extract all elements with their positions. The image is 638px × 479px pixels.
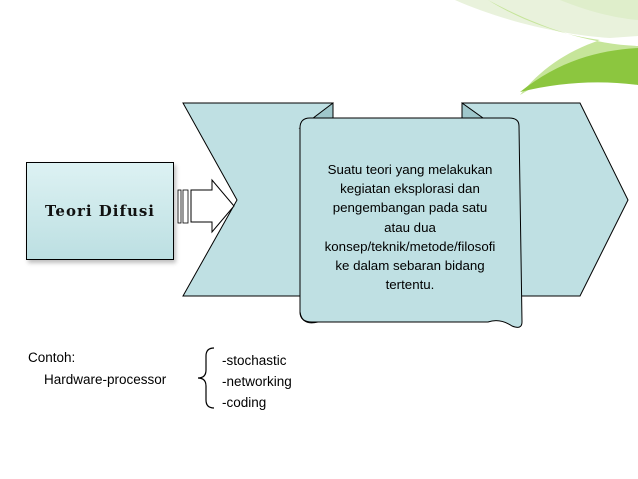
list-item: -networking (222, 374, 292, 389)
definition-line: Suatu teori yang melakukan (327, 162, 493, 177)
title-box-label: Teori Difusi (44, 202, 156, 220)
list-item: -coding (222, 395, 267, 410)
example-item: Hardware-processor (44, 372, 167, 387)
definition-text: Suatu teori yang melakukan kegiatan eksp… (302, 160, 518, 294)
example-label: Contoh: (28, 350, 76, 365)
definition-line: kegiatan eksplorasi dan (340, 181, 480, 197)
example-sub-list: -stochastic -networking -coding (222, 350, 292, 413)
ribbon-center-scroll (299, 117, 523, 328)
ribbon-left-wing (182, 102, 334, 297)
title-box: Teori Difusi (26, 162, 174, 260)
definition-line: atau dua (384, 219, 436, 235)
definition-line: ke dalam sebaran bidang (335, 258, 485, 274)
definition-line: pengembangan pada satu (332, 200, 488, 216)
definition-line: konsep/teknik/metode/filosofi (324, 238, 496, 254)
list-item: -stochastic (222, 353, 287, 368)
definition-line: tertentu. (385, 277, 435, 293)
